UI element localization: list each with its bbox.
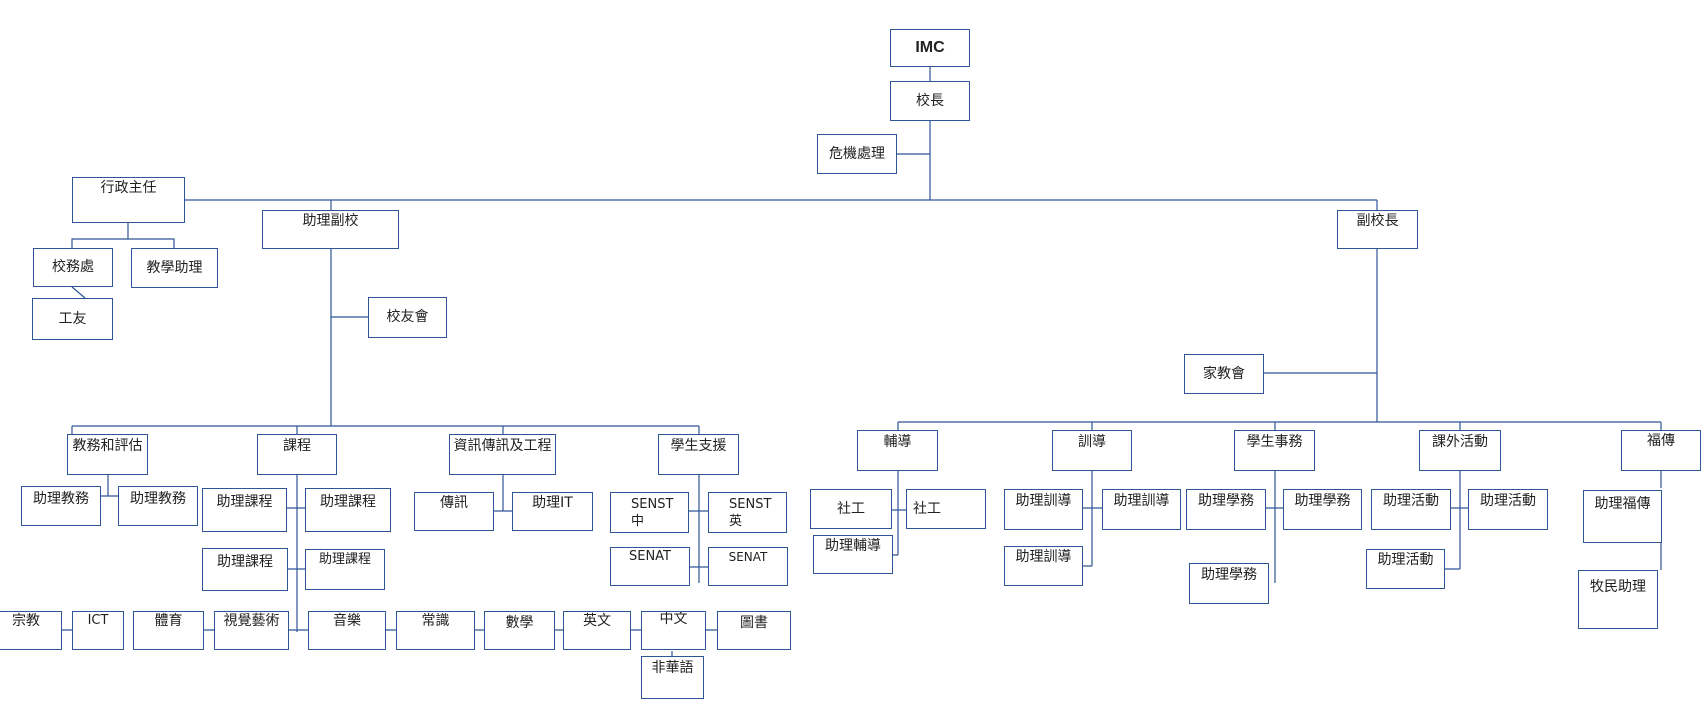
node-asst-curr-1: 助理課程 [202, 488, 287, 532]
node-asst-disc-2: 助理訓導 [1102, 489, 1181, 530]
node-vp: 副校長 [1337, 210, 1418, 249]
node-pta: 家教會 [1184, 354, 1264, 394]
node-asst-act-3: 助理活動 [1366, 549, 1445, 589]
node-library: 圖書 [717, 611, 791, 650]
node-student-support: 學生支援 [658, 434, 739, 475]
node-social-2: 社工 [906, 489, 986, 529]
node-teaching-asst: 教學助理 [131, 248, 218, 288]
node-ict: ICT [72, 611, 124, 650]
node-pe: 體育 [133, 611, 204, 650]
node-discipline: 訓導 [1052, 430, 1132, 471]
node-asst-it: 助理IT [512, 492, 593, 531]
node-asst-disc-1: 助理訓導 [1004, 489, 1083, 530]
node-asst-sa-1: 助理學務 [1186, 489, 1266, 530]
node-music: 音樂 [308, 611, 386, 650]
node-asst-act-1: 助理活動 [1371, 489, 1451, 530]
node-comms: 傳訊 [414, 492, 494, 531]
node-ict-eng: 資訊傳訊及工程 [449, 434, 556, 475]
node-alumni: 校友會 [368, 297, 447, 338]
node-student-affairs: 學生事務 [1234, 430, 1315, 471]
node-senst-en: SENST 英 [708, 492, 787, 533]
node-senat-1: SENAT [610, 547, 690, 586]
node-chinese: 中文 [641, 611, 706, 650]
node-asst-curr-2: 助理課程 [305, 488, 391, 532]
node-asst-sa-2: 助理學務 [1283, 489, 1362, 530]
node-asst-curr-3: 助理課程 [202, 548, 288, 591]
node-non-chinese: 非華語 [641, 656, 704, 699]
node-admin-head: 行政主任 [72, 177, 185, 223]
node-math: 數學 [484, 611, 555, 650]
node-english: 英文 [563, 611, 631, 650]
node-general: 常識 [396, 611, 475, 650]
node-janitor: 工友 [32, 298, 113, 340]
node-academic: 教務和評估 [67, 434, 148, 475]
node-asst-sa-3: 助理學務 [1189, 563, 1269, 604]
node-principal: 校長 [890, 81, 970, 121]
node-ecas: 課外活動 [1419, 430, 1501, 471]
node-gospel: 福傳 [1621, 430, 1701, 471]
node-asst-academic-2: 助理教務 [118, 486, 198, 526]
node-asst-vp: 助理副校 [262, 210, 399, 249]
node-asst-disc-3: 助理訓導 [1004, 546, 1083, 586]
node-religion: 宗教 [0, 611, 62, 650]
node-asst-academic-1: 助理教務 [21, 486, 101, 526]
node-asst-gospel: 助理福傳 [1583, 490, 1662, 543]
node-asst-act-2: 助理活動 [1468, 489, 1548, 530]
node-senat-2: SENAT [708, 547, 788, 586]
node-social-1: 社工 [810, 489, 892, 529]
node-imc: IMC [890, 29, 970, 67]
node-crisis: 危機處理 [817, 134, 897, 174]
node-asst-curr-4: 助理課程 [305, 549, 385, 590]
node-curriculum: 課程 [257, 434, 337, 475]
node-visual-arts: 視覺藝術 [214, 611, 289, 650]
node-senst-cn: SENST 中 [610, 492, 689, 533]
node-asst-guidance: 助理輔導 [813, 535, 893, 574]
node-guidance: 輔導 [857, 430, 938, 471]
node-pastoral: 牧民助理 [1578, 570, 1658, 629]
node-school-office: 校務處 [33, 248, 113, 287]
